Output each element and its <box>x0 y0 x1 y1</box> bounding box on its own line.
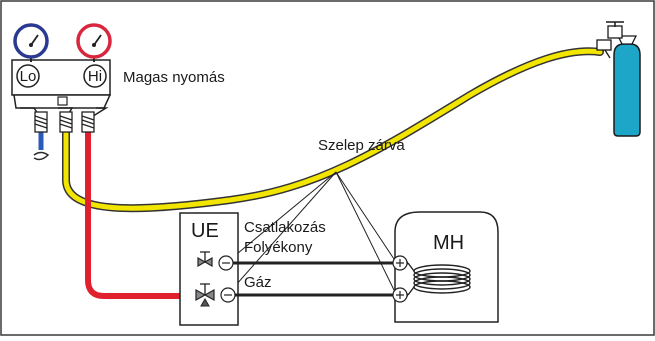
pressure-gauge-icon <box>76 23 112 62</box>
low-knob <box>16 64 40 88</box>
coil-icon <box>407 262 471 296</box>
manifold: Lo Hi <box>11 59 112 133</box>
high-knob <box>83 64 107 88</box>
valve-icon <box>392 287 408 303</box>
gas-label: Gáz <box>244 274 272 291</box>
low-knob-label: Lo <box>20 68 37 85</box>
high-knob-label: Hi <box>88 68 102 85</box>
valve-pointer-lines <box>225 171 397 295</box>
liquid-label: Folyékony <box>244 239 313 256</box>
blue-hose-end <box>33 151 50 161</box>
yellow-hose <box>63 48 603 211</box>
nitrogen-cylinder-icon <box>596 21 641 137</box>
valve-icon <box>392 255 408 271</box>
pressure-gauge-icon <box>13 23 49 62</box>
valve-closed-label: Szelep zárva <box>318 137 405 154</box>
high-pressure-label: Magas nyomás <box>123 69 225 86</box>
connection-label: Csatlakozás <box>244 219 326 236</box>
indoor-unit-label: UE <box>191 220 219 242</box>
red-hose <box>85 127 199 299</box>
valve-icon <box>195 283 236 307</box>
outdoor-unit-label: MH <box>433 232 464 254</box>
outdoor-unit-box <box>394 211 499 323</box>
valve-icon <box>197 251 234 271</box>
